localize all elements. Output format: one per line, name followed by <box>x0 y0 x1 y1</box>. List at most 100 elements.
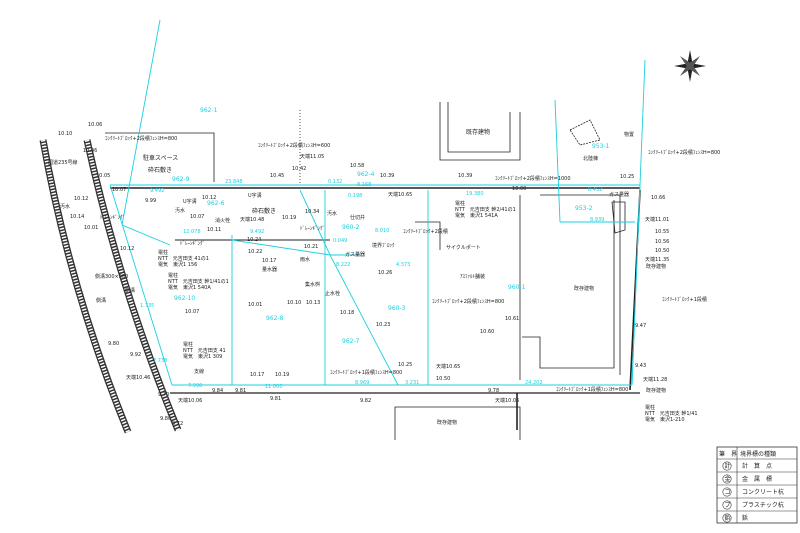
crown-height: 天端10.65 <box>388 191 412 198</box>
elevation-label: 10.55 <box>655 229 669 235</box>
distance-label: 11.000 <box>265 384 283 390</box>
area-label: ｱｽﾌｧﾙﾄ舗装 <box>460 273 485 280</box>
elevation-label: 10.18 <box>340 310 354 316</box>
lot-number: 962-6 <box>207 200 225 207</box>
utility-pole: 電柱 NTT 元吉田支 幹1/41の1 電気 東沢1 540A <box>168 272 229 291</box>
misc-annotations: ﾄﾞﾚｰﾝｷﾞﾝｸﾞﾄﾞﾚｰﾝｷﾞﾝｸﾞﾄﾞﾚｰﾝｷﾞﾝｸﾞU字溝U字溝汚水汚水… <box>60 192 395 375</box>
legend-label: コンクリート杭 <box>742 488 784 496</box>
compass-rose-icon <box>674 50 706 82</box>
elevation-label: 10.12 <box>120 246 134 252</box>
elevation-label: 9.81 <box>270 396 281 402</box>
distance-label: 8.969 <box>355 380 369 386</box>
elevation-label: 10.50 <box>436 376 450 382</box>
svg-text:NTT 元吉田支 幹1/41の1: NTT 元吉田支 幹1/41の1 <box>168 278 229 285</box>
distance-label: 12.078 <box>183 229 201 235</box>
legend-symbol: 金 <box>725 475 731 483</box>
elevation-label: 10.05 <box>96 173 110 179</box>
elevation-label: 9.99 <box>145 198 156 204</box>
fence-note: ｺﾝｸﾘｰﾄﾌﾞﾛｯｸ+2段積 <box>403 228 448 235</box>
svg-text:NTT 元吉田支 幹1/41: NTT 元吉田支 幹1/41 <box>645 410 698 417</box>
elevation-label: 10.34 <box>305 209 319 215</box>
elevation-label: 9.80 <box>160 416 171 422</box>
annotation-label: U字溝 <box>248 192 262 199</box>
area-label: 既存建物 <box>646 387 666 394</box>
distance-label: 4.373 <box>396 262 410 268</box>
elevation-label: 10.39 <box>380 173 394 179</box>
elevation-label: 10.26 <box>378 270 392 276</box>
elevation-label: 10.25 <box>620 174 634 180</box>
distance-label: 8.222 <box>336 262 350 268</box>
distance-label: 24.202 <box>525 380 543 386</box>
distance-label: 9.492 <box>250 229 264 235</box>
fence-note: ｺﾝｸﾘｰﾄﾌﾞﾛｯｸ+2段積ﾌｪﾝｽH=800 <box>648 149 720 156</box>
crown-heights: 天端11.05 天端10.48 天端10.46 天端10.06 天端10.65 … <box>126 153 669 404</box>
svg-text:電柱: 電柱 <box>168 272 178 279</box>
elevation-label: 10.01 <box>248 302 262 308</box>
annotation-label: 側溝300×300 <box>95 273 128 280</box>
elevation-label: 10.12 <box>74 196 88 202</box>
elevation-label: 10.19 <box>275 372 289 378</box>
elevation-label: 10.13 <box>306 300 320 306</box>
lot-number: 960-1 <box>508 284 526 291</box>
legend-symbol: コ <box>725 489 731 496</box>
elevation-label: 10.07 <box>185 309 199 315</box>
svg-text:電気 東沢1 541A: 電気 東沢1 541A <box>455 212 498 219</box>
lot-number: 960-2 <box>342 224 360 231</box>
elevation-label: 10.39 <box>458 173 472 179</box>
area-label: 北陸棟 <box>583 155 598 162</box>
svg-text:NTT 元吉田支 41: NTT 元吉田支 41 <box>183 347 226 354</box>
elevation-label: 9.78 <box>488 388 499 394</box>
annotation-label: 支線 <box>194 368 204 375</box>
fence-note: ｺﾝｸﾘｰﾄﾌﾞﾛｯｸ+1段積ﾌｪﾝｽH=800 <box>556 386 628 393</box>
distance-label: 3.231 <box>405 380 419 386</box>
annotation-label: ﾄﾞﾚｰﾝｷﾞﾝｸﾞ <box>180 240 205 247</box>
area-label: ガス量器 <box>609 191 629 198</box>
elevation-label: 10.07 <box>112 187 126 193</box>
legend-symbol: プ <box>725 502 731 509</box>
distance-label: 7.738 <box>153 358 167 364</box>
lot-number: 960-3 <box>388 305 406 312</box>
elevation-label: 9.80 <box>108 341 119 347</box>
svg-text:NTT 元吉田支 幹2/41の1: NTT 元吉田支 幹2/41の1 <box>455 206 516 213</box>
distance-label: 8.939 <box>590 217 604 223</box>
svg-text:電気 東沢1 540A: 電気 東沢1 540A <box>168 284 211 291</box>
annotation-label: ﾄﾞﾚｰﾝｷﾞﾝｸﾞ <box>100 214 125 221</box>
crown-height: 天端10.06 <box>495 397 519 404</box>
lot-number: 962-4 <box>357 171 375 178</box>
elevation-label: 10.19 <box>282 215 296 221</box>
legend-row: コ コンクリート杭 <box>722 487 784 497</box>
lot-numbers: 962-1 962-9 962-6 962-4 960-2 962-10 962… <box>172 107 610 345</box>
svg-text:電気 東沢1 156: 電気 東沢1 156 <box>158 261 197 268</box>
elevation-label: 9.47 <box>635 323 646 329</box>
distance-label: 8.452 <box>588 187 602 193</box>
crown-height: 天端11.28 <box>643 376 667 383</box>
utility-pole: 電柱 NTT 元吉田支 41の1 電気 東沢1 156 <box>158 249 209 268</box>
annotation-label: 汚水 <box>60 203 70 210</box>
utility-pole: 電柱 NTT 元吉田支 幹2/41の1 電気 東沢1 541A <box>455 200 516 219</box>
marker-symbol-icon <box>722 500 732 510</box>
annotation-label: 止水栓 <box>325 290 340 297</box>
svg-text:電柱: 電柱 <box>645 404 655 411</box>
distance-label: 8.010 <box>375 228 389 234</box>
elevation-label: 10.58 <box>350 163 364 169</box>
elevation-label: 10.10 <box>287 300 301 306</box>
area-labels: 駐車スペース 砕石敷き 砕石敷き 既存建物 既存建物 既存建物 既存建物 既存建… <box>48 128 666 426</box>
area-label: 砕石敷き <box>148 166 172 174</box>
crown-height: 天端10.46 <box>126 374 150 381</box>
distance-label: 0.132 <box>328 179 342 185</box>
annotation-label: 量水器 <box>262 266 277 273</box>
annotation-label: ﾄﾞﾚｰﾝｷﾞﾝｸﾞ <box>300 225 325 232</box>
distance-label: 0.049 <box>333 238 347 244</box>
annotation-label: U字溝 <box>183 198 197 205</box>
lot-number: 962-10 <box>174 295 195 302</box>
annotation-label: 集水桝 <box>305 281 320 288</box>
area-label: 既存建物 <box>574 285 594 292</box>
svg-text:NTT 元吉田支 41の1: NTT 元吉田支 41の1 <box>158 255 209 262</box>
fence-note: ｺﾝｸﾘｰﾄﾌﾞﾛｯｸ+2段積ﾌｪﾝｽH=600 <box>258 142 330 149</box>
area-label: 既存建物 <box>437 419 457 426</box>
legend-label: 鋲 <box>742 514 748 522</box>
legend-header-type: 境界標の種類 <box>740 450 776 458</box>
elevation-label: 10.66 <box>651 195 665 201</box>
elevation-label: 9.82 <box>360 398 371 404</box>
